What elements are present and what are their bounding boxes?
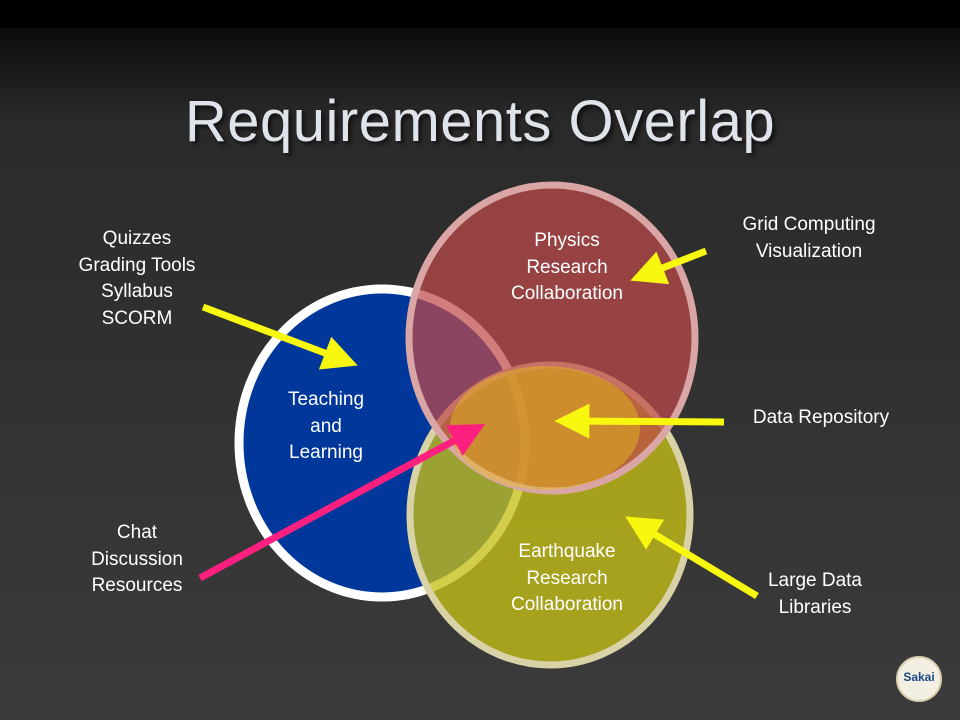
- label-line: Grid Computing: [742, 214, 876, 235]
- label-line: Collaboration: [511, 283, 623, 304]
- slide-title: Requirements Overlap: [184, 89, 776, 154]
- label-line: Research: [526, 567, 608, 589]
- physics-circle: [405, 181, 699, 495]
- label-line: and: [310, 415, 342, 437]
- label-line: Syllabus: [101, 281, 173, 302]
- chat-arrow: [198, 424, 486, 582]
- quizzes-arrow: [201, 303, 358, 370]
- data-repository-label: Data Repository: [732, 405, 910, 432]
- label-line: Learning: [289, 442, 363, 463]
- label-line: Resources: [91, 575, 183, 596]
- label-line: Visualization: [755, 240, 863, 262]
- label-line: SCORM: [101, 307, 173, 329]
- label-line: Chat: [116, 522, 158, 543]
- label-line: Physics: [534, 230, 600, 251]
- top-band: [0, 0, 960, 28]
- grid-arrow: [630, 247, 708, 285]
- label-line: Grading Tools: [78, 254, 196, 276]
- label-line: Earthquake: [518, 541, 616, 562]
- label-line: Research: [526, 256, 608, 278]
- label-line: Discussion: [91, 548, 183, 570]
- sakai-logo: Sakai: [896, 656, 942, 702]
- data-repository-arrow: [554, 403, 725, 439]
- large-data-arrow: [625, 516, 759, 599]
- label-line: Libraries: [778, 596, 852, 618]
- sakai-logo-text: Sakai: [903, 670, 935, 684]
- overlap-center: [450, 366, 640, 490]
- label-line: Large Data: [767, 570, 862, 591]
- label-line: Collaboration: [511, 594, 623, 615]
- label-line: Teaching: [287, 389, 365, 410]
- label-line: Quizzes: [102, 228, 172, 249]
- label-line: Data Repository: [752, 407, 890, 428]
